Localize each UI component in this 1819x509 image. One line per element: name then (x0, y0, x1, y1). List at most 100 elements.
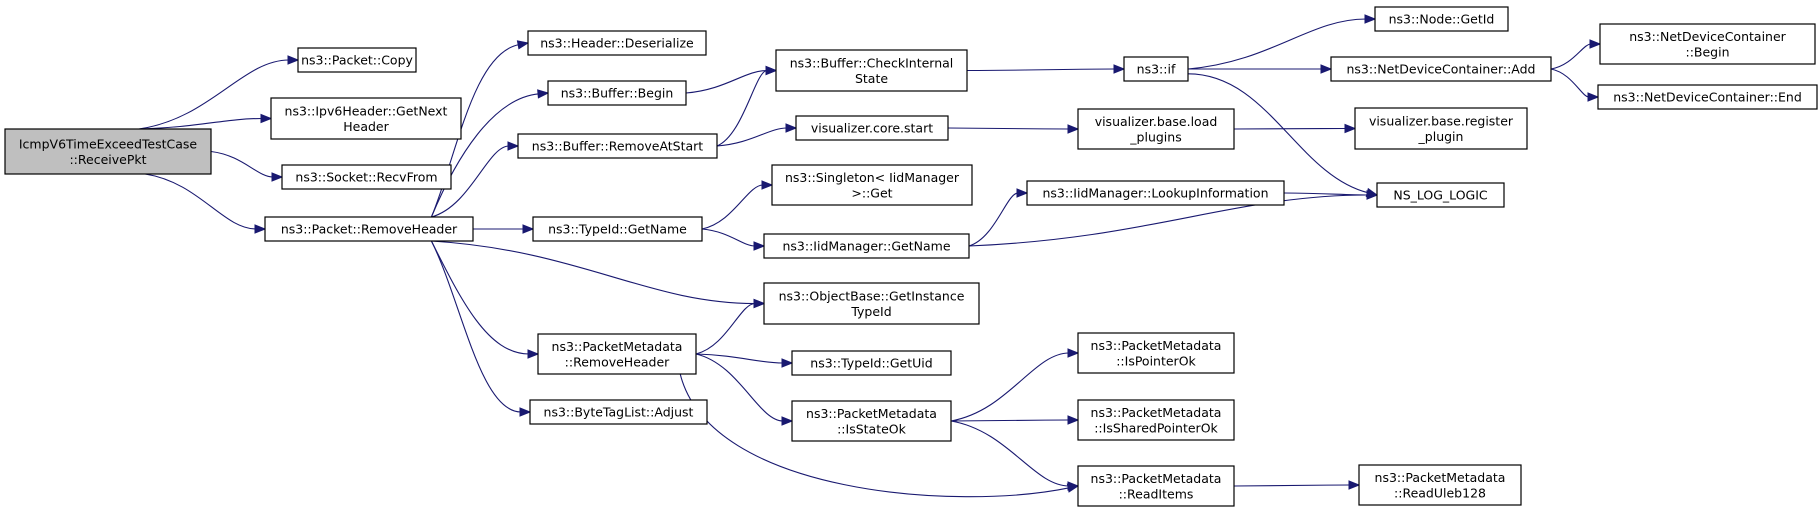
edge-root-to-prh (144, 173, 267, 234)
edge-line (950, 420, 1070, 487)
node-box (1077, 465, 1235, 507)
edge-pmiso-to-pmipo (950, 348, 1080, 422)
node-label-line: ::IsPointerOk (1116, 353, 1196, 368)
edge-line (1233, 127, 1347, 130)
node-label-line: ns3::if (1137, 62, 1176, 77)
node-layer: IcmpV6TimeExceedTestCase::ReceivePktns3:… (4, 6, 1818, 507)
edge-line (966, 68, 1116, 72)
node-label-line: _plugin (1418, 129, 1464, 144)
node-ndcbeg[interactable]: ns3::NetDeviceContainer::Begin (1599, 23, 1816, 65)
edge-line (695, 353, 784, 422)
edge-arrowhead (271, 172, 284, 182)
node-ndcend[interactable]: ns3::NetDeviceContainer::End (1597, 84, 1818, 110)
edge-line (430, 240, 530, 355)
node-nslog[interactable]: NS_LOG_LOGIC (1376, 182, 1505, 208)
edge-arrowhead (522, 224, 535, 234)
edge-arrowhead (1016, 188, 1029, 198)
node-label-line: >::Get (851, 185, 892, 200)
edge-arrowhead (1067, 348, 1080, 358)
node-pmri[interactable]: ns3::PacketMetadata::ReadItems (1077, 465, 1235, 507)
node-box (763, 282, 980, 325)
node-label-line: ns3::Ipv6Header::GetNext (285, 103, 448, 118)
edge-line (430, 93, 540, 218)
edge-arrowhead (527, 349, 540, 359)
edge-iidli-to-nslog (1283, 190, 1379, 200)
edge-arrowhead (287, 55, 300, 65)
node-vbrp[interactable]: visualizer.base.register_plugin (1354, 107, 1528, 150)
edge-bras-to-vcs (716, 123, 798, 147)
edge-line (430, 240, 522, 413)
node-bbeg[interactable]: ns3::Buffer::Begin (547, 80, 687, 106)
edge-line (210, 150, 274, 178)
node-btla[interactable]: ns3::ByteTagList::Adjust (529, 399, 708, 425)
edge-line (968, 192, 1019, 247)
edge-vblp-to-vbrp (1233, 123, 1357, 134)
edge-prh-to-hdes (430, 40, 530, 218)
edge-line (950, 419, 1070, 422)
node-label-line: ::RemoveHeader (565, 354, 671, 369)
node-box (791, 400, 952, 442)
edge-tgn-to-iidgn (701, 228, 766, 251)
node-prh[interactable]: ns3::Packet::RemoveHeader (264, 216, 474, 242)
edge-line (138, 117, 263, 130)
node-label-line: ns3::PacketMetadata (552, 339, 683, 354)
node-label-line: ns3::PacketMetadata (1375, 470, 1506, 485)
node-bras[interactable]: ns3::Buffer::RemoveAtStart (517, 133, 718, 159)
node-pmispo[interactable]: ns3::PacketMetadata::IsSharedPointerOk (1077, 399, 1235, 441)
edge-arrowhead (761, 180, 774, 190)
node-label-line: ns3::Buffer::CheckInternal (790, 55, 954, 70)
node-label-line: ::ReadUleb128 (1394, 485, 1486, 500)
node-label-line: ns3::NetDeviceContainer (1629, 29, 1786, 44)
node-label-line: ns3::PacketMetadata (1091, 471, 1222, 486)
edge-arrowhead (516, 40, 530, 50)
edge-arrowhead (785, 123, 798, 133)
node-recv[interactable]: ns3::Socket::RecvFrom (281, 164, 452, 190)
node-box (763, 233, 970, 259)
edge-line (431, 145, 510, 218)
node-box (297, 47, 417, 73)
node-tgu[interactable]: ns3::TypeId::GetUid (791, 350, 952, 376)
node-label-line: ns3::PacketMetadata (1091, 338, 1222, 353)
node-iidgn[interactable]: ns3::IidManager::GetName (763, 233, 970, 259)
node-pmru[interactable]: ns3::PacketMetadata::ReadUleb128 (1358, 464, 1522, 506)
edge-iidgn-to-iidli (968, 188, 1029, 247)
node-box (791, 350, 952, 376)
node-vblp[interactable]: visualizer.base.load_plugins (1077, 108, 1235, 150)
node-box (1358, 464, 1522, 506)
node-box (281, 164, 452, 190)
node-iidli[interactable]: ns3::IidManager::LookupInformation (1026, 180, 1285, 206)
node-root[interactable]: IcmpV6TimeExceedTestCase::ReceivePkt (4, 128, 212, 175)
node-ndcadd[interactable]: ns3::NetDeviceContainer::Add (1330, 56, 1552, 82)
edge-layer (138, 14, 1602, 498)
edge-line (1550, 43, 1592, 70)
node-box (529, 399, 708, 425)
edge-line (968, 194, 1369, 247)
node-label-line: ns3::Header::Deserialize (540, 36, 694, 51)
edge-bras-to-bcis (716, 65, 778, 147)
edge-nsif-to-nodegid (1187, 14, 1377, 70)
node-box (1026, 180, 1285, 206)
node-pmrh[interactable]: ns3::PacketMetadata::RemoveHeader (537, 333, 697, 375)
node-pcopy[interactable]: ns3::Packet::Copy (297, 47, 417, 73)
node-label-line: IcmpV6TimeExceedTestCase (19, 136, 198, 151)
node-sing[interactable]: ns3::Singleton< IidManager >::Get (771, 164, 973, 206)
node-pmipo[interactable]: ns3::PacketMetadata::IsPointerOk (1077, 332, 1235, 374)
edge-arrowhead (781, 416, 794, 426)
node-hdes[interactable]: ns3::Header::Deserialize (527, 30, 707, 56)
node-box (1330, 56, 1552, 82)
edge-prh-to-btla (430, 240, 532, 417)
edge-prh-to-bbeg (430, 89, 550, 218)
node-tgn[interactable]: ns3::TypeId::GetName (532, 216, 703, 242)
node-label-line: NS_LOG_LOGIC (1393, 188, 1488, 203)
node-label-line: ns3::NetDeviceContainer::End (1613, 90, 1802, 105)
node-nodegid[interactable]: ns3::Node::GetId (1374, 6, 1509, 32)
edge-root-to-recv (210, 150, 284, 182)
node-vcs[interactable]: visualizer.core.start (795, 115, 949, 141)
node-pmiso[interactable]: ns3::PacketMetadata::IsStateOk (791, 400, 952, 442)
node-nsif[interactable]: ns3::if (1123, 56, 1189, 82)
node-box (1077, 399, 1235, 441)
